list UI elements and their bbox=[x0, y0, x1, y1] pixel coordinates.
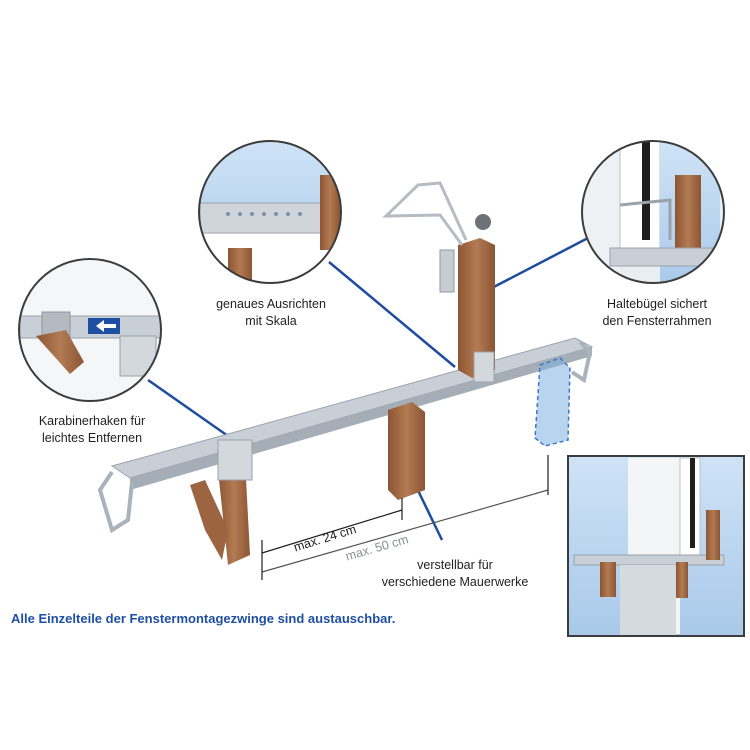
scale-ticks bbox=[389, 334, 553, 387]
label-adjust: verstellbar für verschiedene Mauerwerke bbox=[370, 557, 540, 591]
callout-circle-scale bbox=[198, 140, 342, 284]
upright-post bbox=[382, 181, 495, 383]
footer-note: Alle Einzelteile der Fenstermontagezwing… bbox=[11, 611, 396, 626]
dimension-lines bbox=[261, 455, 549, 580]
label-adjust-line2: verschiedene Mauerwerke bbox=[381, 575, 529, 589]
callout-line-scale bbox=[328, 261, 456, 368]
label-bracket-line1: Haltebügel sichert bbox=[606, 297, 708, 311]
label-scale: genaues Ausrichten mit Skala bbox=[196, 296, 346, 330]
carabiner-hook-right bbox=[570, 340, 593, 384]
main-rail bbox=[110, 334, 594, 490]
label-hook-line1: Karabinerhaken für bbox=[38, 414, 146, 428]
arrow-left-icon bbox=[88, 318, 120, 334]
label-scale-line2: mit Skala bbox=[245, 314, 297, 328]
label-bracket: Haltebügel sichert den Fensterrahmen bbox=[582, 296, 732, 330]
inset-window-detail bbox=[567, 455, 745, 637]
label-scale-line1: genaues Ausrichten bbox=[216, 297, 326, 311]
ghost-post-dashed bbox=[534, 357, 571, 447]
left-clamp-jaw bbox=[190, 439, 253, 565]
callout-line-bracket bbox=[487, 236, 589, 292]
label-adjust-line1: verstellbar für bbox=[417, 558, 493, 572]
label-hook-line2: leichtes Entfernen bbox=[41, 431, 143, 445]
callout-line-hook bbox=[147, 378, 229, 438]
knob-icon bbox=[475, 214, 491, 230]
label-bracket-line2: den Fensterrahmen bbox=[602, 314, 712, 328]
carabiner-hook-left bbox=[97, 470, 134, 534]
holding-bracket-wire bbox=[382, 181, 468, 246]
middle-post bbox=[388, 402, 425, 500]
label-hook: Karabinerhaken für leichtes Entfernen bbox=[22, 413, 162, 447]
callout-circle-bracket bbox=[581, 140, 725, 284]
